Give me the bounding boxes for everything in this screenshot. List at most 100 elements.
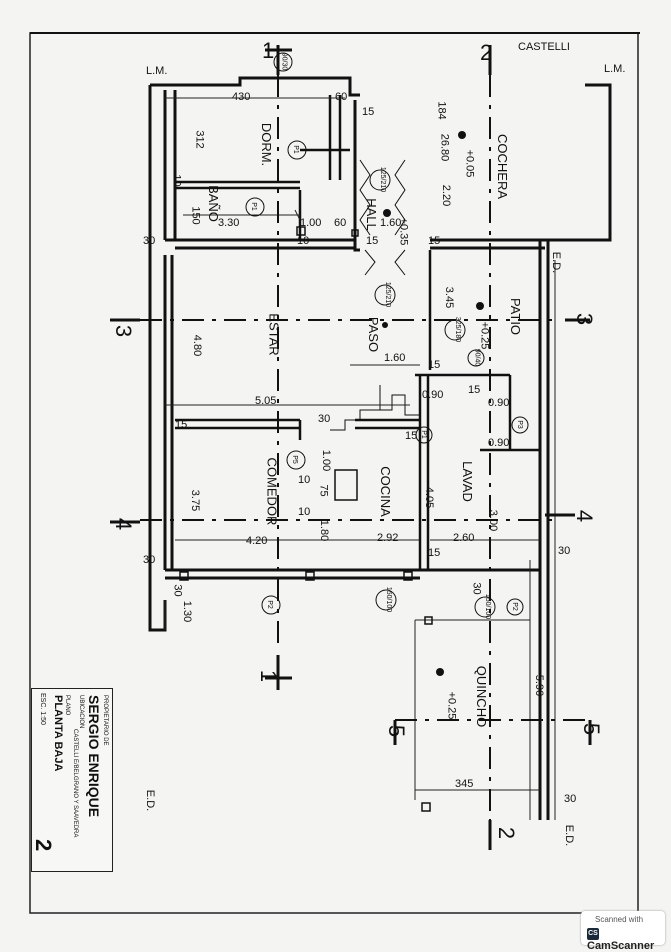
dim-090b: 0.90: [488, 397, 510, 409]
room-quincho: QUINCHO: [474, 665, 490, 728]
dim-090a: 0.90: [422, 389, 444, 401]
room-cochera: COCHERA: [495, 133, 511, 200]
tag-p1-dorm: P1: [291, 145, 299, 154]
columns: [179, 226, 433, 812]
opening-tags: [245, 52, 529, 618]
dim-10c: 10: [298, 474, 311, 486]
ed-label-3: E.D.: [563, 824, 576, 847]
tag-pe-hall: 125/210: [379, 166, 387, 193]
camscanner-watermark: Scanned with CSCamScanner: [581, 911, 665, 952]
tag-p2-comedor: P2: [265, 600, 273, 609]
tag-v3-cocina: 150/100: [385, 586, 393, 613]
dim-160a: 1.60: [380, 217, 402, 229]
dimension-lines: [164, 97, 556, 820]
interior-walls: [175, 95, 540, 570]
dim-10a: 10: [170, 174, 183, 187]
tb-lamina: 2: [31, 839, 56, 852]
dim-220: 2.20: [440, 184, 453, 207]
dim-405: 4.05: [423, 486, 436, 509]
dim-15c: 15: [428, 235, 441, 247]
room-comedor: COMEDOR: [264, 457, 280, 526]
dim-15e: 15: [405, 430, 418, 442]
dim-15f: 15: [428, 547, 441, 559]
dim-30e: 30: [171, 584, 184, 597]
dim-480: 4.80: [191, 334, 204, 357]
ed-label-2: E.D.: [144, 789, 157, 812]
title-block: PROPIETARIO DE SERGIO ENRIQUE UBICACION …: [31, 688, 113, 872]
tag-p2-quincho: P2: [510, 602, 518, 611]
dim-075: 75: [317, 484, 330, 497]
section-5-right: 5: [579, 722, 605, 736]
tb-escala: ESC. 1:50: [39, 693, 46, 725]
dim-30d: 30: [558, 545, 571, 557]
level-cochera: +0.05: [463, 149, 476, 178]
room-estar: ESTAR: [266, 313, 282, 356]
dim-345a: 3.45: [443, 286, 456, 309]
tag-p5-comedor: P5: [290, 455, 298, 464]
tb-propietario-label: PROPIETARIO DE: [102, 695, 108, 746]
section-4-right: 4: [572, 509, 598, 523]
dim-15d: 15: [175, 419, 188, 431]
dim-30c: 30: [143, 554, 156, 566]
room-dorm: DORM.: [259, 122, 275, 167]
dim-15a: 15: [362, 106, 375, 118]
street-label: CASTELLI: [518, 41, 570, 53]
tb-plano: PLANTA BAJA: [52, 695, 64, 772]
dim-260: 2.60: [453, 532, 475, 544]
dim-505: 5.05: [255, 395, 277, 407]
dim-100b: 1.00: [320, 449, 333, 472]
dim-60b: 60: [334, 217, 347, 229]
room-paso: PASO: [366, 316, 382, 353]
hall-stair-lines: [330, 159, 420, 431]
tag-p3-lavad: P3: [515, 420, 523, 429]
level-markers: [382, 131, 484, 676]
section-markers: [110, 45, 592, 850]
tb-owner: SERGIO ENRIQUE: [86, 695, 102, 818]
dim-590: 5.90: [533, 674, 546, 697]
tag-p1-cocina: P1: [419, 430, 427, 439]
dim-30g: 30: [470, 582, 483, 595]
ed-label-1: E.D.: [550, 251, 563, 274]
tb-ubicacion-label: UBICACION: [78, 695, 84, 729]
section-1-top: 1: [262, 38, 275, 63]
dim-130: 1.30: [181, 600, 194, 623]
section-1-bottom: 1: [256, 669, 282, 683]
watermark-brand: CamScanner: [587, 940, 655, 952]
dim-090c: 0.90: [488, 437, 510, 449]
dim-180: 1.80: [318, 519, 331, 542]
camscanner-logo-icon: CS: [587, 928, 599, 941]
room-patio: PATIO: [508, 297, 524, 336]
dim-60a: 60: [335, 91, 348, 103]
watermark-line1: Scanned with: [595, 915, 644, 924]
dim-430: 430: [232, 91, 251, 103]
tb-ubicacion: CASTELLI E/BELGRANO Y SAAVEDRA: [72, 729, 78, 838]
tag-v1-patio: 325/180: [454, 316, 462, 343]
tag-v5-paso: 90/40: [473, 348, 481, 367]
dim-184: 184: [435, 101, 448, 120]
dim-10b: 10: [297, 235, 310, 247]
section-2-top: 2: [480, 40, 493, 65]
tag-pe-estar: 125/210: [384, 281, 392, 308]
dim-30a: 30: [143, 235, 156, 247]
dim-345b: 345: [455, 778, 474, 790]
dim-330: 3.30: [218, 217, 240, 229]
lm-right-label: L.M.: [604, 63, 626, 75]
dim-375: 3.75: [189, 489, 202, 512]
level-patio: +0.25: [478, 321, 491, 350]
dim-15h: 15: [428, 359, 441, 371]
dim-2680: 26.80: [438, 133, 451, 162]
room-lavad: LAVAD: [459, 461, 475, 502]
lm-left-label: L.M.: [146, 65, 168, 77]
room-cocina: COCINA: [377, 466, 393, 517]
dim-160b: 1.60: [384, 352, 406, 364]
tag-v2-lavad: 150/100: [484, 593, 492, 620]
section-3-right: 3: [572, 312, 598, 326]
dim-100: 1.00: [300, 217, 322, 229]
tag-v1-dorm: 90/30: [280, 52, 288, 71]
dim-292: 2.92: [377, 532, 399, 544]
dim-10d: 10: [298, 506, 311, 518]
section-3-left: 3: [111, 324, 137, 338]
dim-15b: 15: [366, 235, 379, 247]
dim-150: 150: [189, 206, 202, 225]
